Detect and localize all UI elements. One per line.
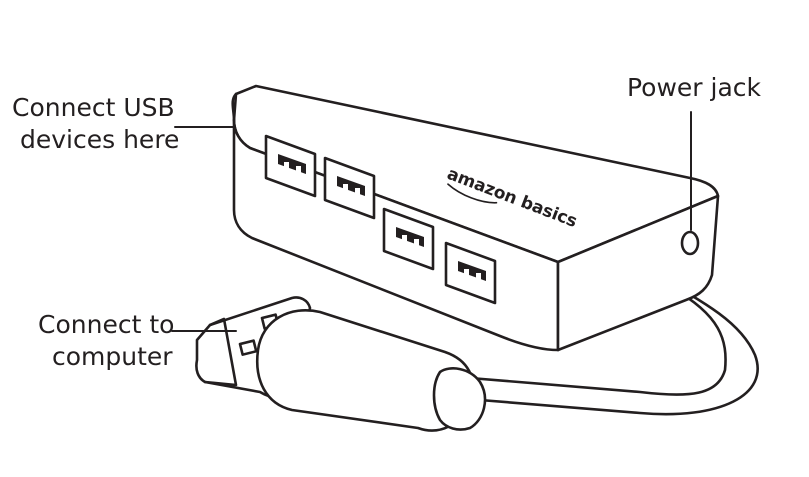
callout-usb-line2: devices here	[20, 125, 180, 154]
callout-connect-usb-devices: Connect USB devices here	[12, 92, 179, 156]
usb-port-3[interactable]	[382, 207, 435, 271]
usb-plug	[195, 296, 487, 432]
callout-computer-line1: Connect to	[38, 310, 175, 339]
plug-hole-2	[238, 339, 258, 356]
callout-power-jack: Power jack	[627, 72, 761, 104]
callout-power-label: Power jack	[627, 73, 762, 102]
usb-cable-inner	[468, 286, 727, 396]
callout-connect-to-computer: Connect to computer	[38, 309, 174, 373]
brand-smile-icon	[447, 183, 498, 204]
callout-usb-line1: Connect USB	[12, 93, 175, 122]
usb-port-1[interactable]	[264, 134, 317, 198]
callout-computer-line2: computer	[52, 342, 173, 371]
usb-port-2[interactable]	[323, 156, 376, 220]
usb-port-4[interactable]	[444, 241, 497, 305]
power-jack[interactable]	[680, 230, 700, 256]
